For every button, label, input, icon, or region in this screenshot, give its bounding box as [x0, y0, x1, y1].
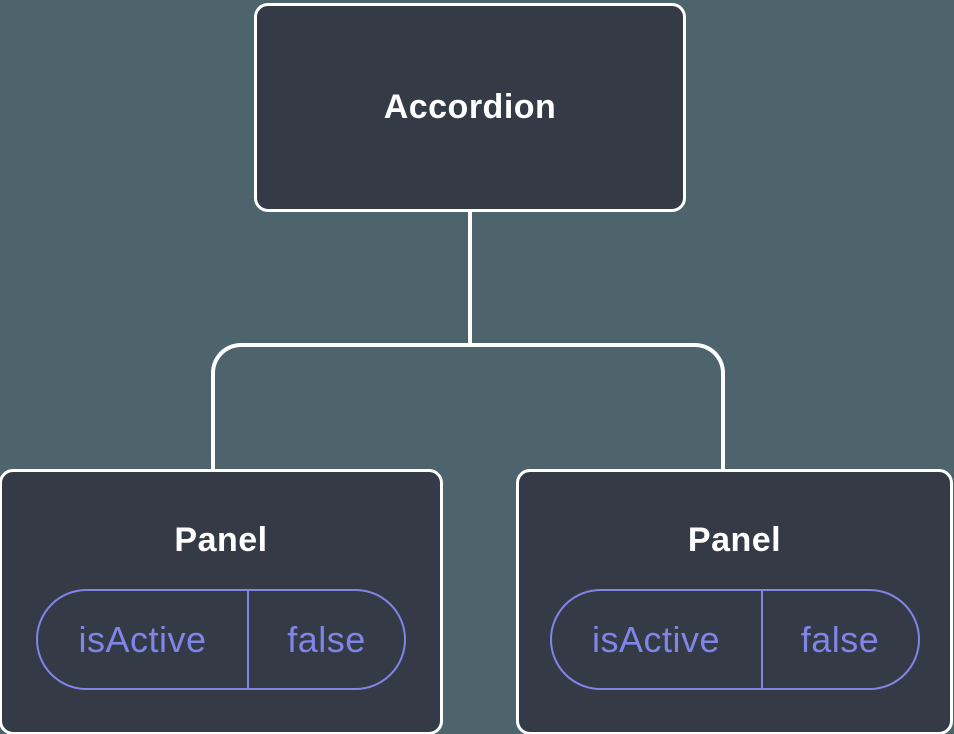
state-pill-right: isActive false — [549, 589, 920, 690]
state-value-label: false — [800, 618, 880, 660]
state-value-label: false — [287, 618, 366, 660]
node-panel-left: Panel isActive false — [0, 469, 443, 734]
node-panel-right: Panel isActive false — [516, 469, 953, 734]
node-panel-left-label: Panel — [174, 521, 268, 559]
state-key-label: isActive — [552, 591, 763, 688]
connector-bracket — [211, 343, 725, 471]
node-panel-right-label: Panel — [687, 521, 782, 559]
node-accordion: Accordion — [254, 3, 686, 212]
state-pill-left: isActive false — [36, 589, 406, 690]
state-key-label: isActive — [38, 591, 249, 688]
connector-stem — [468, 209, 472, 347]
node-accordion-label: Accordion — [383, 88, 557, 126]
